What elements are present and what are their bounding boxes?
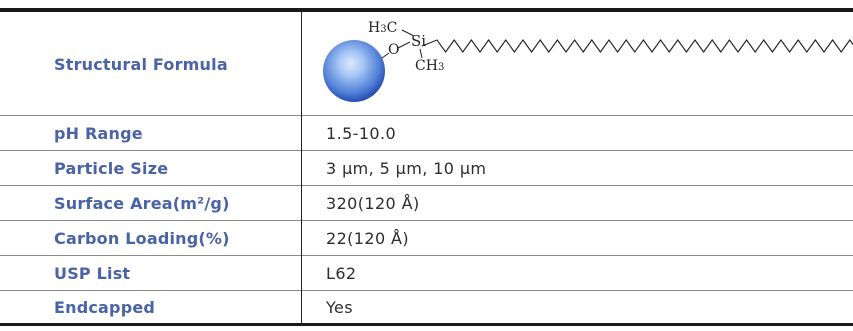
table-row-particle-size: Particle Size 3 µm, 5 µm, 10 µm xyxy=(0,151,853,186)
row-label: pH Range xyxy=(54,124,143,143)
table-row-structural-formula: Structural Formula xyxy=(0,12,853,116)
row-separator xyxy=(0,220,853,221)
row-value: 3 µm, 5 µm, 10 µm xyxy=(326,159,487,178)
row-value: 22(120 Å) xyxy=(326,229,410,248)
row-label: USP List xyxy=(54,264,131,283)
row-label: Surface Area(m²/g) xyxy=(54,194,230,213)
column-divider xyxy=(301,12,302,323)
structural-formula-drawing: H3C O Si CH3 xyxy=(323,20,853,102)
row-value: Yes xyxy=(326,297,354,317)
table-row-usp-list: USP List L62 xyxy=(0,256,853,291)
table-row-ph-range: pH Range 1.5-10.0 xyxy=(0,116,853,151)
row-separator xyxy=(0,255,853,256)
bond-o-si xyxy=(397,41,411,49)
row-label: Endcapped xyxy=(54,297,156,317)
row-separator xyxy=(0,150,853,151)
bond-sphere-o xyxy=(381,52,390,59)
row-label: Carbon Loading(%) xyxy=(54,229,230,248)
row-value: L62 xyxy=(326,264,357,283)
table-bottom-rule xyxy=(0,323,853,326)
row-value: 1.5-10.0 xyxy=(326,124,397,143)
row-label: Particle Size xyxy=(54,159,169,178)
row-label: Structural Formula xyxy=(54,54,228,74)
row-separator xyxy=(0,185,853,186)
silica-particle-sphere-icon xyxy=(323,40,385,102)
row-separator xyxy=(0,115,853,116)
spec-table: Structural Formula H3C O Si CH3 xyxy=(0,8,853,326)
atom-ch3: CH3 xyxy=(415,58,444,74)
structural-formula: H3C O Si CH3 xyxy=(302,12,853,116)
row-separator xyxy=(0,290,853,291)
atom-si: Si xyxy=(411,32,426,50)
table-row-surface-area: Surface Area(m²/g) 320(120 Å) xyxy=(0,186,853,221)
atom-o: O xyxy=(388,42,399,58)
bond-si-ch3 xyxy=(419,48,423,59)
table-row-endcapped: Endcapped Yes xyxy=(0,291,853,323)
bond-si-h3c xyxy=(401,29,415,37)
alkyl-chain xyxy=(421,39,853,53)
table-row-carbon-loading: Carbon Loading(%) 22(120 Å) xyxy=(0,221,853,256)
row-value: 320(120 Å) xyxy=(326,194,420,213)
table-top-rule xyxy=(0,8,853,12)
atom-h3c: H3C xyxy=(368,20,397,36)
